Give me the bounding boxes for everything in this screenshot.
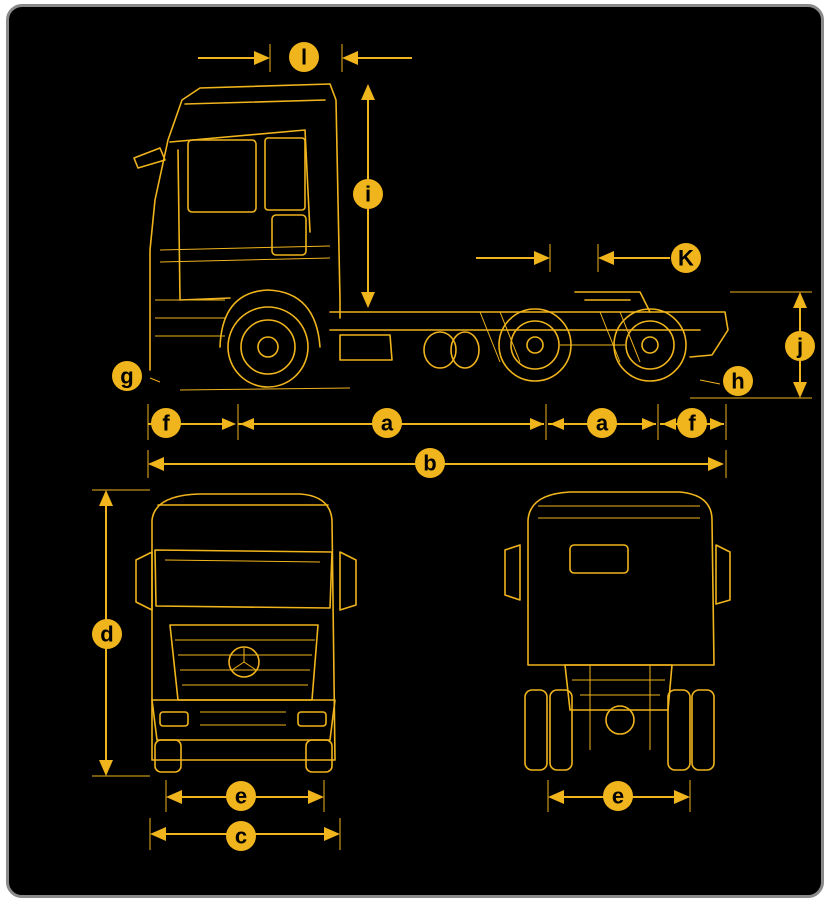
label-e-rear: e [603,781,633,811]
svg-text:b: b [423,451,436,476]
label-c: c [226,821,256,851]
svg-text:j: j [796,334,803,359]
label-j: j [785,331,815,361]
label-a-axle: a [587,408,617,438]
svg-text:l: l [301,45,307,70]
label-d: d [92,619,122,649]
svg-text:K: K [678,246,694,271]
svg-text:h: h [731,369,744,394]
label-h: h [723,366,753,396]
label-b: b [415,448,445,478]
svg-text:f: f [688,411,696,436]
label-g: g [112,361,142,391]
svg-text:e: e [235,784,247,809]
svg-text:g: g [120,364,133,389]
label-f-left: f [151,408,181,438]
label-i: i [353,179,383,209]
svg-text:a: a [381,411,394,436]
svg-text:a: a [596,411,609,436]
label-e-front: e [226,781,256,811]
diagram-frame [6,4,824,898]
label-f-right: f [677,408,707,438]
truck-rear-view [504,491,731,771]
truck-side-view [133,83,729,391]
label-l: l [289,42,319,72]
svg-text:c: c [235,824,247,849]
label-a-wheelbase: a [372,408,402,438]
svg-text:d: d [100,622,113,647]
svg-text:i: i [365,182,371,207]
dimension-lines [92,44,812,850]
svg-text:e: e [612,784,624,809]
svg-text:f: f [162,411,170,436]
label-k: K [671,243,701,273]
truck-front-view [135,493,357,773]
